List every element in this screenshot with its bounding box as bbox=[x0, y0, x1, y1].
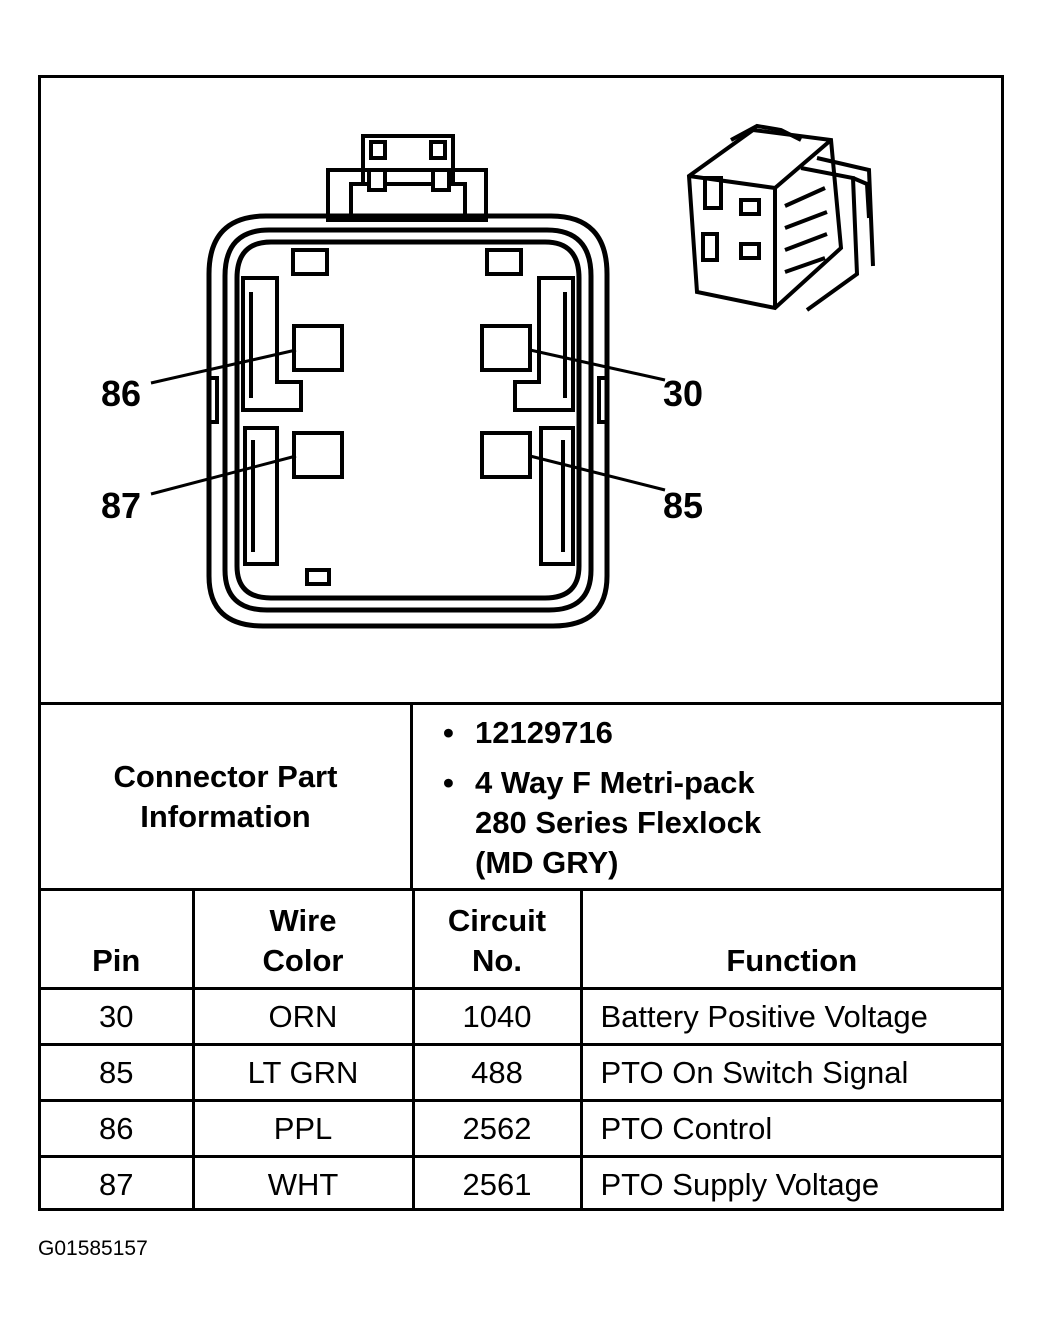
pin-label-87: 87 bbox=[101, 485, 142, 526]
part-number-item: • 12129716 bbox=[443, 713, 613, 753]
cell-wire-color: LT GRN bbox=[191, 1043, 415, 1102]
housing-tabs bbox=[207, 248, 609, 586]
header-function: Function bbox=[579, 888, 1001, 990]
connector-info-heading-line1: Connector Part bbox=[113, 758, 338, 794]
description-item: • 4 Way F Metri-pack 280 Series Flexlock… bbox=[443, 763, 762, 883]
part-number: 12129716 bbox=[475, 715, 613, 750]
cell-wire-color: ORN bbox=[191, 987, 415, 1046]
table-row: 30 ORN 1040 Battery Positive Voltage bbox=[41, 987, 1001, 1046]
terminal-cavities bbox=[292, 324, 532, 479]
cell-pin: 30 bbox=[41, 987, 195, 1046]
side-slots bbox=[241, 276, 575, 566]
latch-tab bbox=[326, 134, 488, 222]
table-row: 87 WHT 2561 PTO Supply Voltage bbox=[41, 1155, 1001, 1211]
connector-housing bbox=[206, 213, 610, 629]
connector-info-row: Connector Part Information • 12129716 • … bbox=[41, 702, 1001, 888]
table-row: 85 LT GRN 488 PTO On Switch Signal bbox=[41, 1043, 1001, 1102]
connector-info-details: • 12129716 • 4 Way F Metri-pack 280 Seri… bbox=[413, 705, 1001, 888]
cell-wire-color: WHT bbox=[191, 1155, 415, 1211]
cavity-30 bbox=[480, 324, 532, 372]
cavity-86 bbox=[292, 324, 344, 372]
pin-label-86: 86 bbox=[101, 373, 142, 414]
pin-leader-lines bbox=[150, 348, 666, 496]
bullet-icon: • bbox=[443, 715, 454, 750]
cell-circuit: 488 bbox=[411, 1043, 583, 1102]
connector-diagram: 86 87 30 85 bbox=[41, 78, 1001, 702]
cell-circuit: 2562 bbox=[411, 1099, 583, 1158]
pin-label-30: 30 bbox=[663, 373, 704, 414]
cell-circuit: 2561 bbox=[411, 1155, 583, 1211]
cavity-87 bbox=[292, 431, 344, 479]
cell-circuit: 1040 bbox=[411, 987, 583, 1046]
description-line2: 280 Series Flexlock bbox=[475, 805, 762, 840]
connector-3d-view bbox=[686, 123, 875, 312]
bullet-icon: • bbox=[443, 765, 454, 800]
header-pin: Pin bbox=[41, 888, 195, 990]
cell-function: PTO Supply Voltage bbox=[579, 1155, 1001, 1211]
cavity-85 bbox=[480, 431, 532, 479]
connector-info-heading-line2: Information bbox=[140, 798, 311, 834]
diagram-frame: 86 87 30 85 Connector Part Information •… bbox=[38, 75, 1004, 1211]
cell-wire-color: PPL bbox=[191, 1099, 415, 1158]
pin-label-85: 85 bbox=[663, 485, 704, 526]
cell-pin: 86 bbox=[41, 1099, 195, 1158]
figure-id: G01585157 bbox=[38, 1237, 148, 1260]
cell-pin: 87 bbox=[41, 1155, 195, 1211]
cell-function: Battery Positive Voltage bbox=[579, 987, 1001, 1046]
description-line3: (MD GRY) bbox=[475, 845, 619, 880]
cell-function: PTO On Switch Signal bbox=[579, 1043, 1001, 1102]
description-line1: 4 Way F Metri-pack bbox=[475, 765, 755, 800]
connector-info-heading: Connector Part Information bbox=[41, 705, 413, 888]
cell-pin: 85 bbox=[41, 1043, 195, 1102]
cell-function: PTO Control bbox=[579, 1099, 1001, 1158]
connector-face-drawing bbox=[150, 123, 875, 629]
table-row: 86 PPL 2562 PTO Control bbox=[41, 1099, 1001, 1158]
